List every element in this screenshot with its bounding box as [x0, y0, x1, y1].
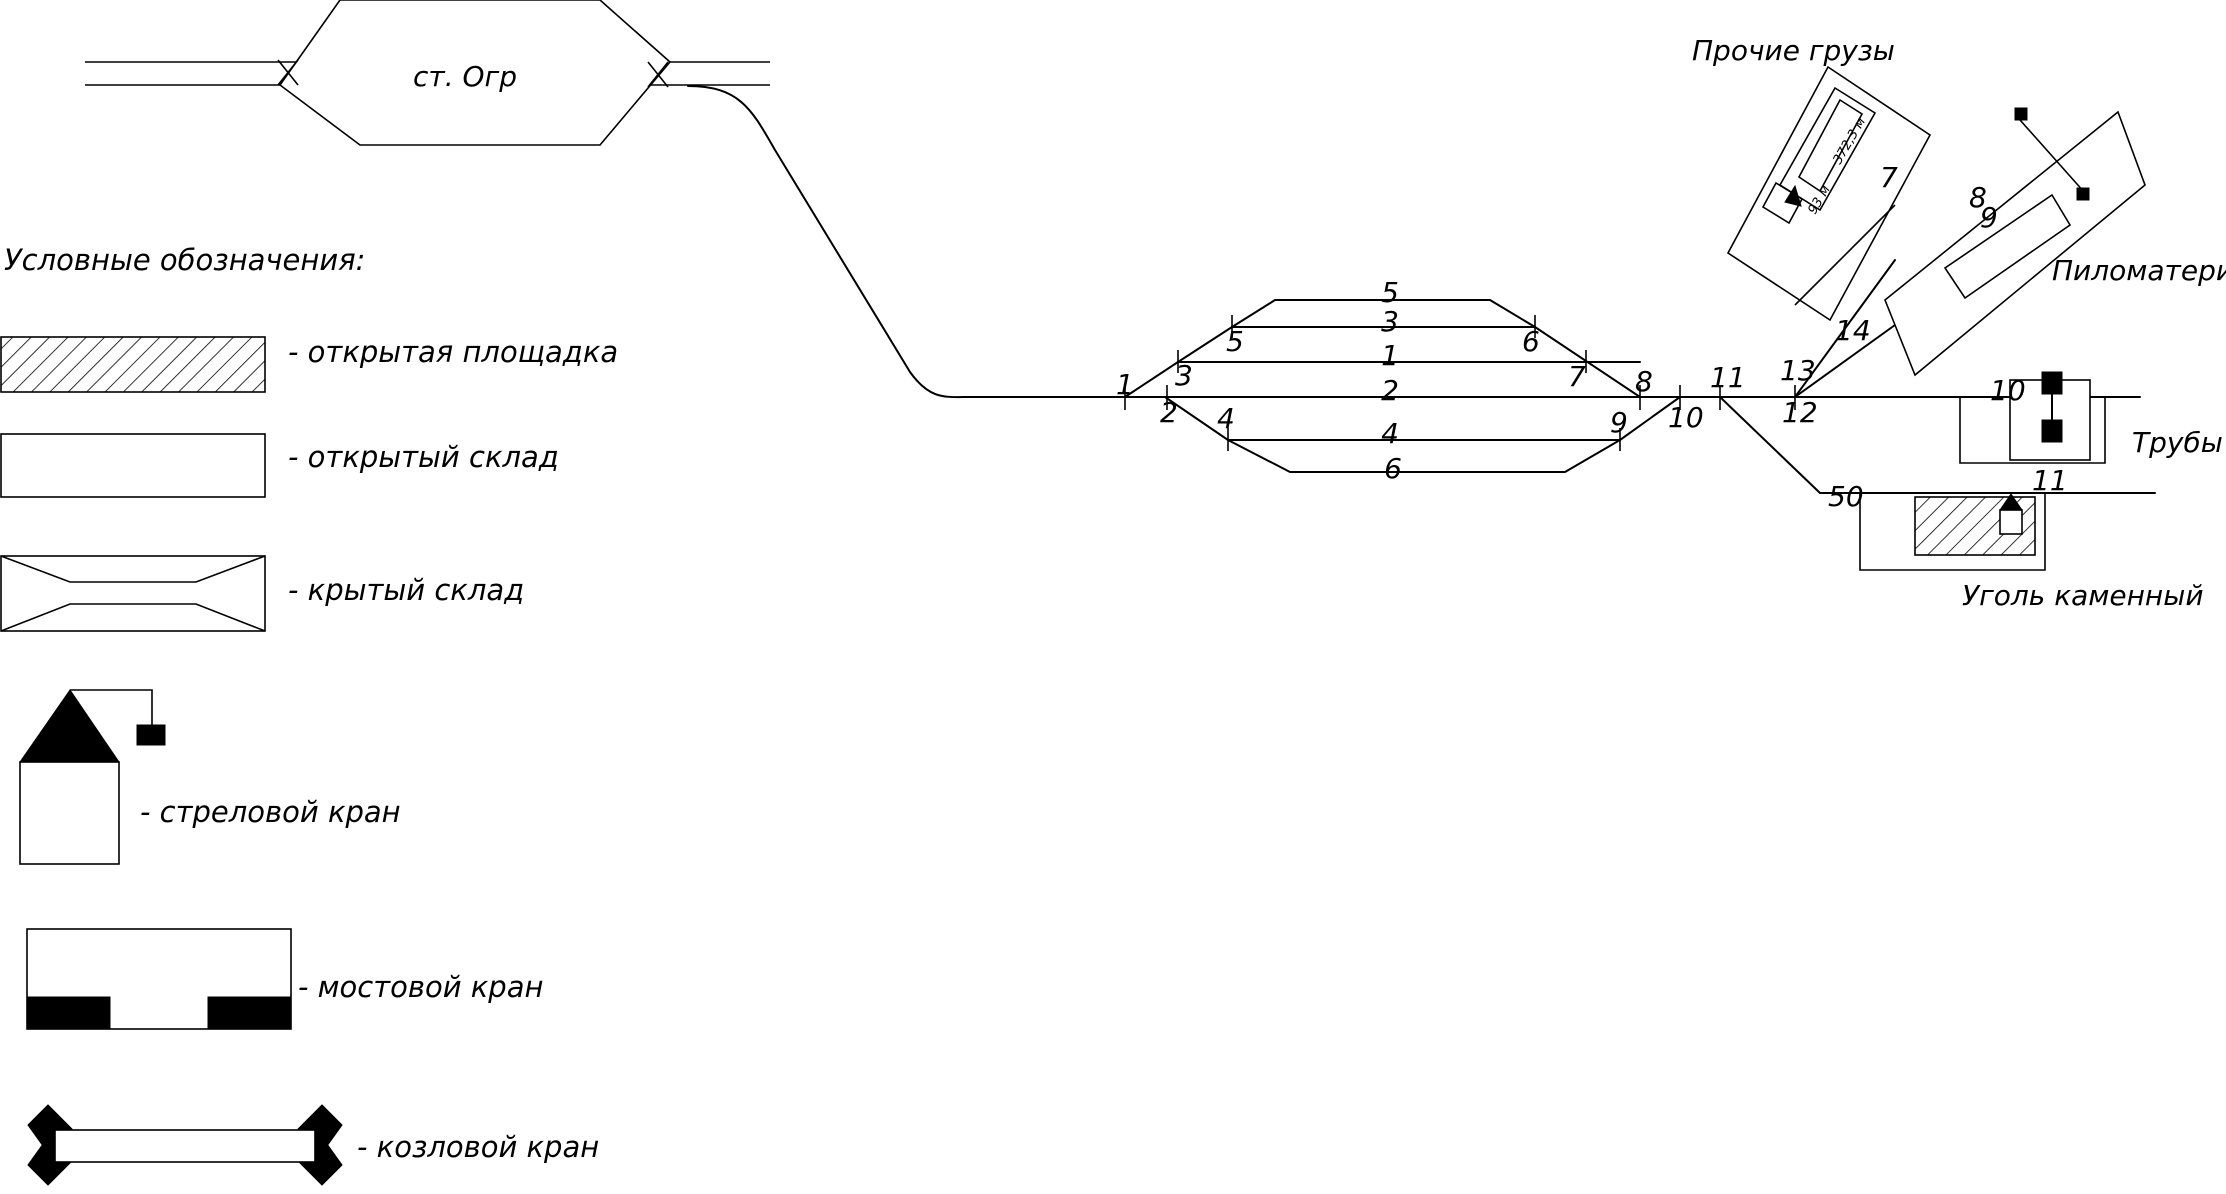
pipes-track: 10: [1990, 374, 2026, 407]
legend-gantry-crane-label: - козловой кран: [357, 1130, 599, 1164]
legend-jib-crane-label: - стреловой кран: [140, 795, 401, 829]
track-label-6: 6: [1384, 452, 1402, 485]
station-name: ст. Огр: [413, 60, 517, 93]
switch-label-12: 12: [1782, 396, 1818, 429]
legend: Условные обозначения: - открытая площадк…: [0, 243, 618, 1186]
switch-label-8: 8: [1635, 365, 1653, 398]
coal-area: 50 11 Уголь каменный: [1828, 464, 2204, 612]
lumber-track-9: 9: [1980, 201, 1998, 234]
legend-open-warehouse-symbol: [0, 433, 266, 498]
track-label-1: 1: [1381, 339, 1399, 372]
legend-open-warehouse-label: - открытый склад: [288, 440, 559, 474]
lumber-area: 8 9 Пиломатериалы: [1884, 107, 2226, 377]
switch-label-14: 14: [1835, 314, 1871, 347]
other-cargo-area: 372,3 м 93 м 7 Прочие грузы: [1692, 34, 1932, 322]
coal-length: 50: [1828, 480, 1864, 513]
track-label-5: 5: [1381, 276, 1399, 309]
switch-label-10: 10: [1668, 401, 1704, 434]
legend-open-platform-symbol: [0, 336, 266, 393]
station-ogr: ст. Огр: [85, 0, 770, 146]
legend-bridge-crane-symbol: [26, 928, 292, 1030]
industrial-branch: 12 13 14: [1719, 259, 2156, 494]
switch-label-9: 9: [1610, 406, 1628, 439]
legend-gantry-crane-symbol: [27, 1104, 343, 1186]
track-label-2: 2: [1381, 374, 1399, 407]
connecting-track: [687, 85, 1126, 399]
other-cargo-track: 7: [1880, 161, 1898, 194]
legend-covered-warehouse-symbol: [0, 555, 266, 632]
station-yard: 5 3 1 2 4 6 1 2 3 4 5 6 7 8 9 10 11: [1116, 276, 2141, 485]
switch-label-5: 5: [1226, 325, 1244, 358]
switch-label-2: 2: [1160, 396, 1178, 429]
coal-label: Уголь каменный: [1962, 579, 2204, 612]
switch-label-4: 4: [1217, 402, 1235, 435]
other-cargo-label: Прочие грузы: [1692, 34, 1895, 67]
switch-label-13: 13: [1780, 354, 1816, 387]
switch-label-1: 1: [1116, 368, 1134, 401]
switch-label-6: 6: [1522, 325, 1540, 358]
legend-jib-crane-symbol: [19, 689, 166, 865]
legend-covered-warehouse-label: - крытый склад: [288, 573, 524, 607]
track-label-4: 4: [1381, 417, 1399, 450]
legend-title: Условные обозначения:: [4, 243, 365, 277]
switch-label-3: 3: [1175, 359, 1193, 392]
pipes-area: 10 Трубы: [1959, 371, 2223, 464]
lumber-label: Пиломатериалы: [2052, 254, 2226, 287]
coal-track: 11: [2032, 464, 2068, 497]
track-label-3: 3: [1381, 305, 1399, 338]
pipes-label: Трубы: [2132, 426, 2223, 459]
legend-bridge-crane-label: - мостовой кран: [298, 970, 543, 1004]
switch-label-11: 11: [1710, 361, 1746, 394]
lumber-track-8: 8: [1969, 181, 1987, 214]
legend-open-platform-label: - открытая площадка: [288, 335, 618, 369]
switch-label-7: 7: [1568, 360, 1586, 393]
